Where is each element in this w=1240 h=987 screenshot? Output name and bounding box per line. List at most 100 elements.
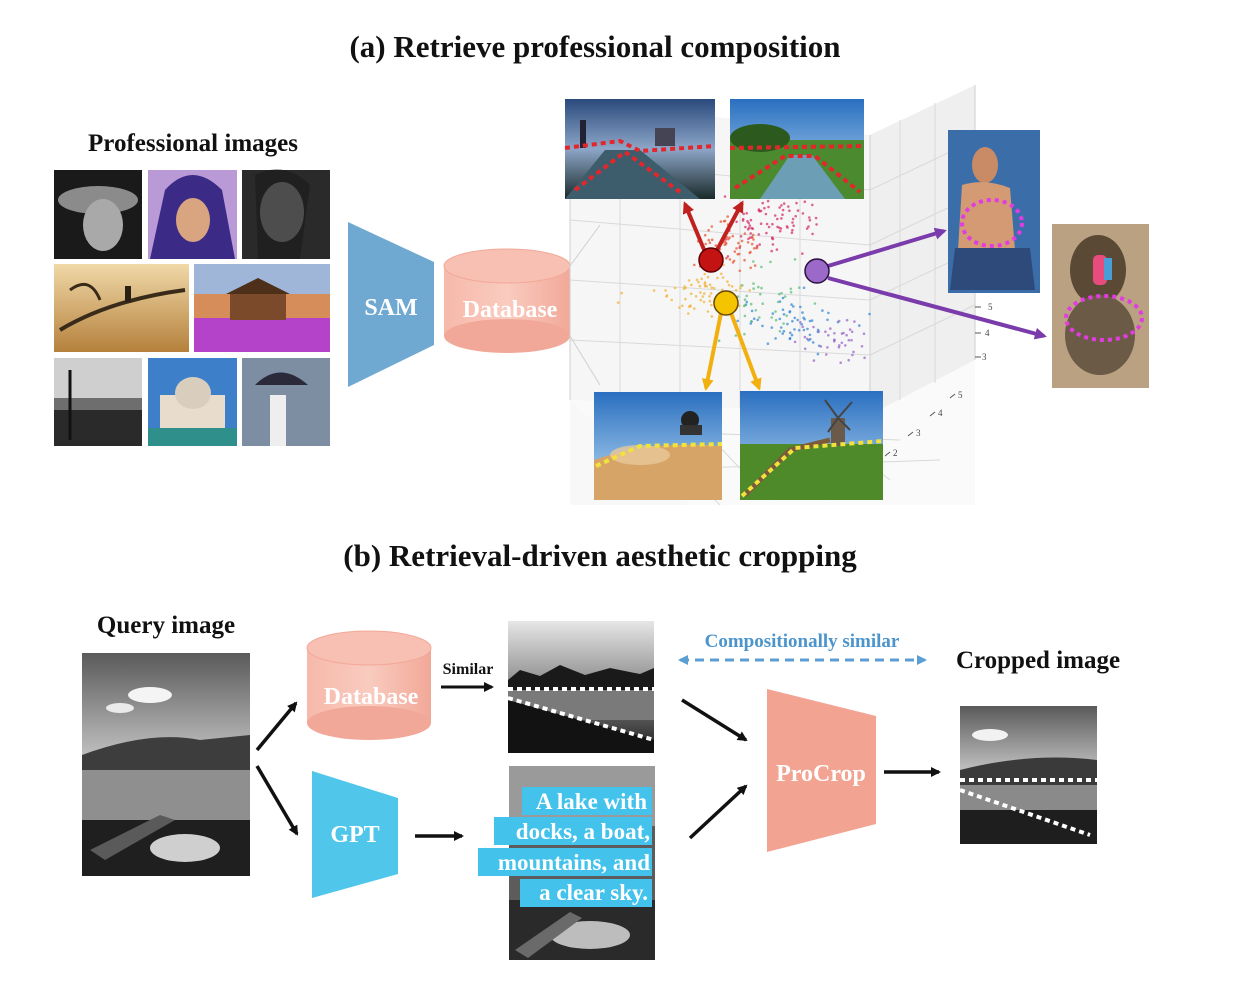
embedding-point <box>710 286 713 290</box>
embedding-point <box>847 358 850 362</box>
embedding-point <box>764 212 768 216</box>
embedding-point <box>757 209 761 212</box>
embedding-point <box>753 264 757 267</box>
tick-right-3: 3 <box>982 352 987 362</box>
sam-label: SAM <box>364 295 417 321</box>
retrieved-image-windmill <box>740 391 884 500</box>
embedding-point <box>708 295 711 298</box>
embedding-point <box>750 242 754 246</box>
tick-bottom-5: 5 <box>958 390 963 400</box>
embedding-point <box>786 226 789 229</box>
embedding-point <box>812 325 815 329</box>
embedding-point <box>799 321 802 324</box>
embedding-point <box>793 340 797 344</box>
caption-line-2: docks, a boat, <box>516 819 650 844</box>
embedding-point <box>703 272 707 276</box>
arrow-caption-to-procrop <box>688 784 748 840</box>
embedding-point <box>803 200 807 203</box>
retrieved-image-city-river <box>564 99 716 199</box>
database-label-b: Database <box>324 684 419 710</box>
embedding-point <box>805 227 809 230</box>
retrieved-image-green-river <box>729 99 865 199</box>
embedding-point <box>733 250 737 253</box>
embedding-point <box>833 340 836 343</box>
thumb-heron-branch <box>54 264 189 352</box>
embedding-point <box>694 295 698 298</box>
database-cylinder-b: Database <box>306 630 432 740</box>
embedding-point <box>778 226 781 230</box>
embedding-point <box>826 346 829 349</box>
embedding-point <box>840 341 844 345</box>
embedding-point <box>693 263 696 267</box>
embedding-point <box>683 285 686 288</box>
embedding-point <box>776 300 780 304</box>
embedding-point <box>808 216 811 219</box>
embedding-point <box>808 319 812 323</box>
embedding-point <box>703 282 707 286</box>
embedding-point <box>845 318 849 322</box>
embedding-point <box>748 251 751 255</box>
embedding-point <box>744 225 747 229</box>
embedding-point <box>703 292 706 295</box>
embedding-point <box>773 214 777 217</box>
query-image-label: Query image <box>97 612 235 639</box>
embedding-point <box>827 311 830 315</box>
database-label-a: Database <box>463 297 558 323</box>
embedding-point <box>770 316 773 319</box>
embedding-point <box>853 320 856 323</box>
embedding-point <box>726 280 729 283</box>
similar-label: Similar <box>443 661 494 678</box>
embedding-point <box>837 345 841 349</box>
embedding-point <box>734 334 738 337</box>
professional-images-label: Professional images <box>88 130 298 157</box>
embedding-point <box>850 330 854 334</box>
thumb-barn-field <box>194 264 330 352</box>
embedding-point <box>774 337 777 340</box>
embedding-point <box>793 328 796 331</box>
embedding-point <box>810 319 814 322</box>
embedding-point <box>819 345 823 348</box>
embedding-point <box>775 248 779 251</box>
embedding-point <box>743 232 747 235</box>
arrow-reference-to-procrop <box>681 698 748 742</box>
thumb-old-man <box>54 170 142 259</box>
procrop-model: ProCrop <box>767 689 876 852</box>
embedding-point <box>798 286 801 290</box>
embedding-point <box>665 295 668 298</box>
embedding-point <box>759 292 762 296</box>
embedding-point <box>749 266 752 270</box>
embedding-point <box>793 316 797 320</box>
embedding-point <box>778 330 782 333</box>
embedding-point <box>774 310 777 313</box>
embedding-point <box>724 241 728 245</box>
embedding-point <box>790 303 793 306</box>
embedding-point <box>767 205 770 209</box>
embedding-point <box>791 228 794 232</box>
embedding-point <box>749 322 753 325</box>
embedding-point <box>719 220 723 223</box>
embedding-point <box>698 284 702 288</box>
embedding-point <box>620 291 624 295</box>
embedding-point <box>802 286 806 290</box>
embedding-point <box>738 269 742 273</box>
embedding-point <box>704 242 707 246</box>
database-cylinder-a: Database <box>443 248 571 353</box>
embedding-point <box>801 212 805 215</box>
procrop-label: ProCrop <box>776 761 866 787</box>
embedding-point <box>739 286 742 290</box>
embedding-point <box>758 243 761 246</box>
embedding-point <box>813 302 817 305</box>
embedding-point <box>720 272 723 276</box>
embedding-point <box>616 301 620 304</box>
embedding-point <box>710 315 714 318</box>
thumb-fence-bw <box>54 358 142 446</box>
embedding-point <box>747 226 751 230</box>
embedding-point <box>862 332 866 336</box>
embedding-point <box>807 225 810 228</box>
embedding-point <box>851 353 854 357</box>
embedding-point <box>814 216 818 220</box>
embedding-point <box>723 195 727 198</box>
embedding-point <box>681 304 684 308</box>
embedding-point <box>765 222 769 226</box>
